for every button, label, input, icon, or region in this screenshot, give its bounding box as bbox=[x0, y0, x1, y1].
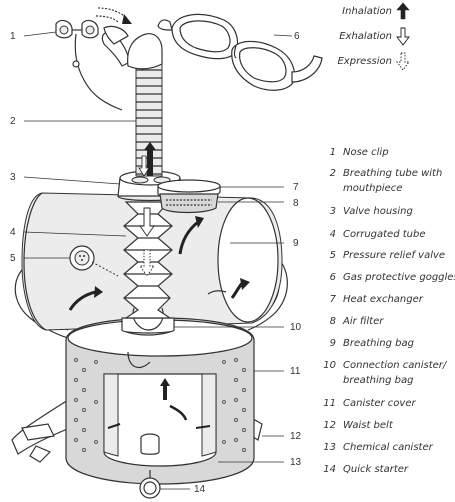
flow-legend: Inhalation Exhalation Expression bbox=[337, 2, 410, 71]
cover-perforations bbox=[73, 357, 247, 453]
callout-9: 9 bbox=[293, 238, 299, 249]
parts-list: 1 Nose clip 2 Breathing tube with mouthp… bbox=[323, 147, 455, 475]
solid-arrow-up-icon bbox=[396, 2, 410, 20]
part-1-number: 1 bbox=[330, 147, 336, 158]
leader-lines bbox=[23, 31, 293, 490]
callout-4: 4 bbox=[10, 227, 16, 238]
part-12-number: 12 bbox=[323, 420, 336, 431]
part-1-label: Nose clip bbox=[343, 147, 389, 158]
part-13-label: Chemical canister bbox=[343, 442, 434, 453]
part-2-label-line-2: mouthpiece bbox=[343, 183, 402, 194]
callout-1: 1 bbox=[10, 31, 16, 42]
air-filter bbox=[159, 193, 219, 214]
gas-protective-goggles bbox=[157, 13, 323, 91]
part-14-number: 14 bbox=[323, 464, 336, 475]
callout-3: 3 bbox=[10, 172, 16, 183]
callout-11: 11 bbox=[290, 366, 301, 377]
part-9-label: Breathing bag bbox=[343, 338, 414, 349]
callout-7: 7 bbox=[293, 182, 299, 193]
part-10-label-line-2: breathing bag bbox=[343, 375, 413, 386]
quick-starter bbox=[139, 470, 161, 499]
part-12-label: Waist belt bbox=[343, 420, 394, 431]
callout-numbers: 1 2 3 4 5 6 7 8 9 10 11 12 13 14 bbox=[10, 31, 302, 495]
part-7-label: Heat exchanger bbox=[343, 294, 424, 305]
part-6-number: 6 bbox=[330, 272, 336, 283]
part-13-number: 13 bbox=[323, 442, 336, 453]
callout-2: 2 bbox=[10, 116, 16, 127]
outline-arrow-down-icon bbox=[396, 27, 410, 46]
callout-10: 10 bbox=[290, 322, 302, 333]
nose-clip bbox=[55, 19, 123, 111]
part-10-number: 10 bbox=[323, 360, 336, 371]
part-10-label-line-1: Connection canister/ bbox=[343, 360, 448, 371]
callout-12: 12 bbox=[290, 431, 302, 442]
part-11-number: 11 bbox=[323, 398, 336, 409]
part-7-number: 7 bbox=[330, 294, 337, 305]
part-2-label-line-1: Breathing tube with bbox=[343, 168, 442, 179]
part-8-label: Air filter bbox=[342, 316, 384, 327]
corrugated-tube bbox=[123, 201, 173, 319]
part-5-number: 5 bbox=[330, 250, 336, 261]
part-14-label: Quick starter bbox=[343, 464, 409, 475]
part-5-label: Pressure relief valve bbox=[343, 250, 445, 261]
legend-inhalation-label: Inhalation bbox=[342, 6, 392, 17]
callout-8: 8 bbox=[293, 198, 299, 209]
part-11-label: Canister cover bbox=[343, 398, 416, 409]
legend-exhalation-label: Exhalation bbox=[339, 31, 392, 42]
breathing-tube bbox=[95, 7, 163, 177]
chemical-canister bbox=[103, 351, 217, 467]
dotted-arrow-down-icon bbox=[396, 52, 410, 71]
part-3-number: 3 bbox=[330, 206, 336, 217]
callout-5: 5 bbox=[10, 253, 16, 264]
part-9-number: 9 bbox=[330, 338, 336, 349]
callout-6: 6 bbox=[294, 31, 300, 42]
part-6-label: Gas protective goggles bbox=[343, 272, 455, 283]
callout-14: 14 bbox=[194, 484, 206, 495]
legend-expression-label: Expression bbox=[337, 56, 392, 67]
pressure-relief-valve bbox=[69, 245, 119, 277]
connection-canister-bag bbox=[121, 307, 175, 336]
part-8-number: 8 bbox=[330, 316, 336, 327]
callout-13: 13 bbox=[290, 457, 302, 468]
bag-end-cap bbox=[217, 197, 279, 323]
part-4-number: 4 bbox=[330, 229, 336, 240]
part-3-label: Valve housing bbox=[343, 206, 413, 217]
part-4-label: Corrugated tube bbox=[343, 229, 426, 240]
part-2-number: 2 bbox=[330, 168, 336, 179]
